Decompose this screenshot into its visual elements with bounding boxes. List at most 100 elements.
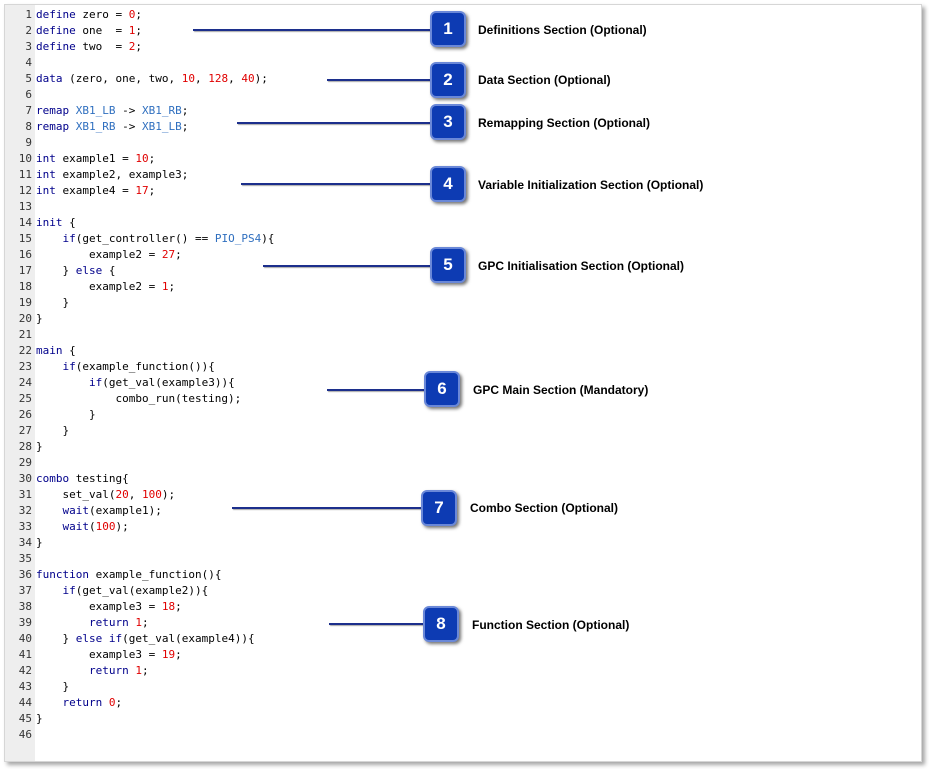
code-token: ;: [135, 8, 142, 21]
code-line: 20}: [5, 311, 43, 327]
code-token: example3 =: [36, 600, 162, 613]
code-token-kw: int: [36, 168, 56, 181]
line-number: 36: [18, 568, 32, 581]
code-text: example3 = 19;: [32, 647, 182, 663]
code-token: (: [89, 520, 96, 533]
line-number: 5: [25, 72, 32, 85]
code-token-num: 17: [135, 184, 149, 197]
code-text: return 1;: [32, 615, 149, 631]
code-line: 13: [5, 199, 36, 215]
code-token: ;: [181, 120, 189, 133]
line-number: 25: [18, 392, 32, 405]
code-text: main {: [32, 343, 76, 359]
code-token-kw: remap: [36, 120, 70, 133]
code-token: example1 =: [55, 152, 136, 165]
line-number-gutter: [5, 5, 35, 761]
code-token: example4 =: [55, 184, 136, 197]
code-token: example2 =: [36, 248, 162, 261]
code-token-num: 0: [128, 8, 136, 21]
code-token-num: 19: [161, 648, 176, 661]
code-text: }: [32, 711, 43, 727]
code-text: example2 = 27;: [32, 247, 182, 263]
section-label-7: Combo Section (Optional): [470, 501, 618, 515]
annotation-arrow-2: [327, 79, 431, 81]
code-text: }: [32, 295, 69, 311]
code-text: int example2, example3;: [32, 167, 188, 183]
section-label-1: Definitions Section (Optional): [478, 23, 647, 37]
code-line: 32 wait(example1);: [5, 503, 162, 519]
code-line: 23 if(example_function()){: [5, 359, 215, 375]
code-token-num: 10: [181, 72, 195, 85]
code-text: define zero = 0;: [32, 7, 142, 23]
code-text: }: [32, 679, 69, 695]
code-token-kw: wait: [62, 520, 90, 533]
code-token: ;: [141, 664, 149, 677]
code-token: }: [36, 632, 76, 645]
code-token-kw: else: [75, 632, 103, 645]
code-text: remap XB1_LB -> XB1_RB;: [32, 103, 188, 119]
section-label-4: Variable Initialization Section (Optiona…: [478, 178, 704, 192]
section-label-3: Remapping Section (Optional): [478, 116, 651, 130]
code-token: ;: [141, 616, 149, 629]
code-token: );: [161, 488, 176, 501]
code-token: ,: [228, 72, 242, 85]
line-number: 12: [18, 184, 32, 197]
code-token: (get_val(example3)){: [102, 376, 235, 389]
code-line: 41 example3 = 19;: [5, 647, 182, 663]
line-number: 33: [18, 520, 32, 533]
code-token: zero =: [75, 8, 129, 21]
line-number: 23: [18, 360, 32, 373]
code-token: ;: [148, 152, 156, 165]
line-number: 44: [18, 696, 32, 709]
code-token: }: [36, 440, 43, 453]
code-text: if(get_val(example2)){: [32, 583, 209, 599]
code-token: ;: [175, 248, 182, 261]
code-token-num: 18: [161, 600, 176, 613]
code-line: 6: [5, 87, 36, 103]
code-line: 29: [5, 455, 36, 471]
line-number: 11: [18, 168, 32, 181]
code-token-num: 40: [241, 72, 255, 85]
code-text: define one = 1;: [32, 23, 142, 39]
line-number: 4: [25, 56, 32, 69]
line-number: 35: [18, 552, 32, 565]
code-text: } else {: [32, 263, 115, 279]
code-text: return 0;: [32, 695, 123, 711]
code-token: ){: [261, 232, 275, 245]
line-number: 31: [18, 488, 32, 501]
code-token-const: XB1_LB: [75, 104, 116, 117]
code-token: one =: [75, 24, 129, 37]
code-line: 15 if(get_controller() == PIO_PS4){: [5, 231, 275, 247]
code-line: 17 } else {: [5, 263, 116, 279]
code-token-kw: return: [62, 696, 103, 709]
code-token-num: 27: [161, 248, 176, 261]
code-token: two =: [75, 40, 129, 53]
code-token-num: 1: [128, 24, 136, 37]
line-number: 45: [18, 712, 32, 725]
code-token: }: [36, 264, 76, 277]
line-number: 34: [18, 536, 32, 549]
code-token-num: 1: [161, 280, 169, 293]
code-line: 19 }: [5, 295, 69, 311]
code-token: set_val(: [36, 488, 116, 501]
annotation-arrow-3: [237, 122, 431, 124]
code-line: 35: [5, 551, 36, 567]
line-number: 17: [18, 264, 32, 277]
line-number: 1: [25, 8, 32, 21]
code-token-kw: main: [36, 344, 63, 357]
line-number: 38: [18, 600, 32, 613]
code-token-const: PIO_PS4: [214, 232, 262, 245]
code-token-const: XB1_LB: [142, 120, 182, 133]
code-token: combo_run(testing);: [36, 392, 242, 405]
code-token-kw: if: [62, 584, 76, 597]
code-token: ;: [148, 184, 156, 197]
code-token-kw: if: [62, 360, 76, 373]
code-token: (zero, one, two,: [62, 72, 182, 85]
code-token: (example1);: [89, 504, 162, 517]
code-token: ->: [115, 120, 142, 133]
code-token-num: 1: [135, 664, 142, 677]
